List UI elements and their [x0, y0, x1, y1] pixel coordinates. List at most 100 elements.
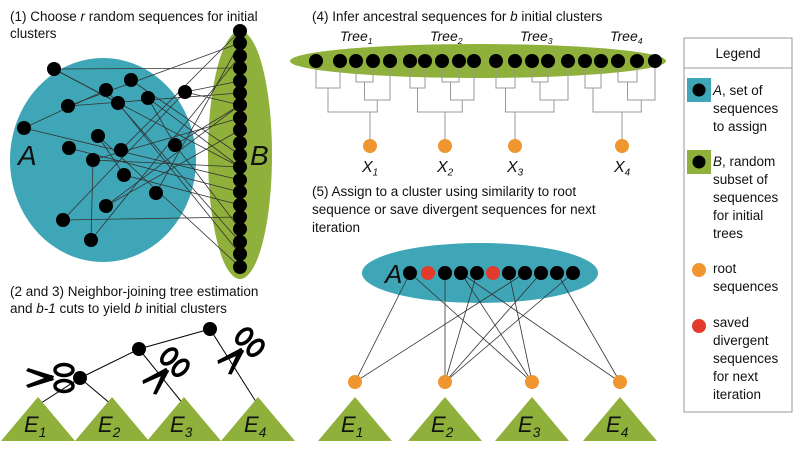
legend-saved-line1: saved — [713, 315, 749, 330]
tip-dot — [418, 54, 432, 68]
tree-branch — [327, 88, 378, 113]
root-dot — [615, 139, 629, 153]
assignment-line — [354, 272, 411, 383]
step23-caption-line1: (2 and 3) Neighbor-joining tree estimati… — [10, 284, 258, 299]
link-line — [174, 104, 241, 146]
root-label: X2 — [436, 159, 454, 179]
sequence-dot — [124, 73, 138, 87]
step1-caption-line2: clusters — [10, 26, 57, 41]
assignment-line — [444, 272, 542, 383]
cluster-label: E1 — [24, 412, 46, 440]
sequence-dot — [99, 199, 113, 213]
sequence-dot — [114, 143, 128, 157]
cluster-label: E4 — [244, 412, 267, 440]
sequence-dot — [233, 148, 247, 162]
sequence-dot — [233, 86, 247, 100]
cluster-label: E2 — [431, 412, 454, 440]
tree-branch — [627, 68, 656, 101]
cluster-triangle — [583, 397, 657, 441]
legend-saved-dot — [692, 319, 706, 333]
sequence-dot — [233, 160, 247, 174]
link-line — [184, 80, 241, 93]
cluster-label: E4 — [606, 412, 629, 440]
legend-a-line3: to assign — [713, 119, 767, 134]
assignment-line — [460, 272, 533, 383]
link-line — [62, 216, 241, 221]
link-line — [147, 97, 241, 168]
assignment-line — [460, 272, 621, 383]
tip-dot — [366, 54, 380, 68]
legend-b-line5: trees — [713, 226, 743, 241]
assignment-line — [444, 272, 478, 383]
tree-branch — [417, 88, 463, 113]
tip-dot — [309, 54, 323, 68]
tree-node — [203, 322, 217, 336]
saved-sequence-dot — [486, 266, 500, 280]
sequence-dot — [233, 98, 247, 112]
link-line — [97, 135, 241, 268]
assignment-line — [508, 272, 533, 383]
sequence-dot — [233, 260, 247, 274]
legend-b-line4: for initial — [713, 208, 763, 223]
link-line — [92, 159, 241, 168]
scissors-icon — [142, 347, 190, 395]
link-line — [155, 42, 241, 194]
sequence-dot — [233, 210, 247, 224]
cluster-triangle — [147, 397, 221, 441]
legend-root-line1: root — [713, 261, 737, 276]
root-dot — [363, 139, 377, 153]
tip-dot — [435, 54, 449, 68]
sequence-dot — [233, 247, 247, 261]
sequence-dot — [233, 36, 247, 50]
tip-dot — [452, 54, 466, 68]
sequence-dot — [62, 141, 76, 155]
tree-branch — [592, 88, 642, 113]
cluster-triangle — [408, 397, 482, 441]
sequence-dot — [470, 266, 484, 280]
sequence-dot — [550, 266, 564, 280]
legend-root-dot — [692, 263, 706, 277]
sequence-dot — [86, 153, 100, 167]
ancestral-trees — [315, 68, 656, 140]
step5-caption-line3: iteration — [312, 220, 360, 235]
sequence-dot — [111, 96, 125, 110]
root-dot — [525, 375, 539, 389]
legend-saved-line3: sequences — [713, 351, 779, 366]
link-line — [23, 127, 241, 181]
sequence-dot — [233, 173, 247, 187]
sequence-dot — [47, 62, 61, 76]
sequence-dot — [403, 266, 417, 280]
sequence-dot — [233, 123, 247, 137]
assignment-links — [354, 272, 621, 383]
legend-a-dot — [692, 83, 706, 97]
root-dot — [438, 139, 452, 153]
legend-a-line2: sequences — [713, 101, 779, 116]
sequence-dot — [233, 111, 247, 125]
sequence-dot — [233, 198, 247, 212]
link-line — [105, 104, 241, 207]
tip-dot — [403, 54, 417, 68]
assignment-line — [409, 272, 533, 383]
scissors-icon — [26, 362, 75, 394]
tree-node — [132, 342, 146, 356]
link-line — [147, 97, 176, 146]
cluster-label: E1 — [341, 412, 363, 440]
root-label: X3 — [506, 159, 524, 179]
sequence-dot — [566, 266, 580, 280]
cluster-triangle — [318, 397, 392, 441]
tree-label: Tree3 — [520, 28, 553, 46]
legend-root-line2: sequences — [713, 279, 779, 294]
sequence-dot — [233, 185, 247, 199]
link-line — [53, 67, 241, 70]
sequence-dot — [149, 186, 163, 200]
sequence-dot — [233, 49, 247, 63]
cluster-triangle — [495, 397, 569, 441]
tip-dot — [630, 54, 644, 68]
sequence-dot — [17, 121, 31, 135]
sequence-dot — [438, 266, 452, 280]
legend-b-line2: subset of — [713, 172, 768, 187]
set-b-label: B — [250, 140, 269, 171]
